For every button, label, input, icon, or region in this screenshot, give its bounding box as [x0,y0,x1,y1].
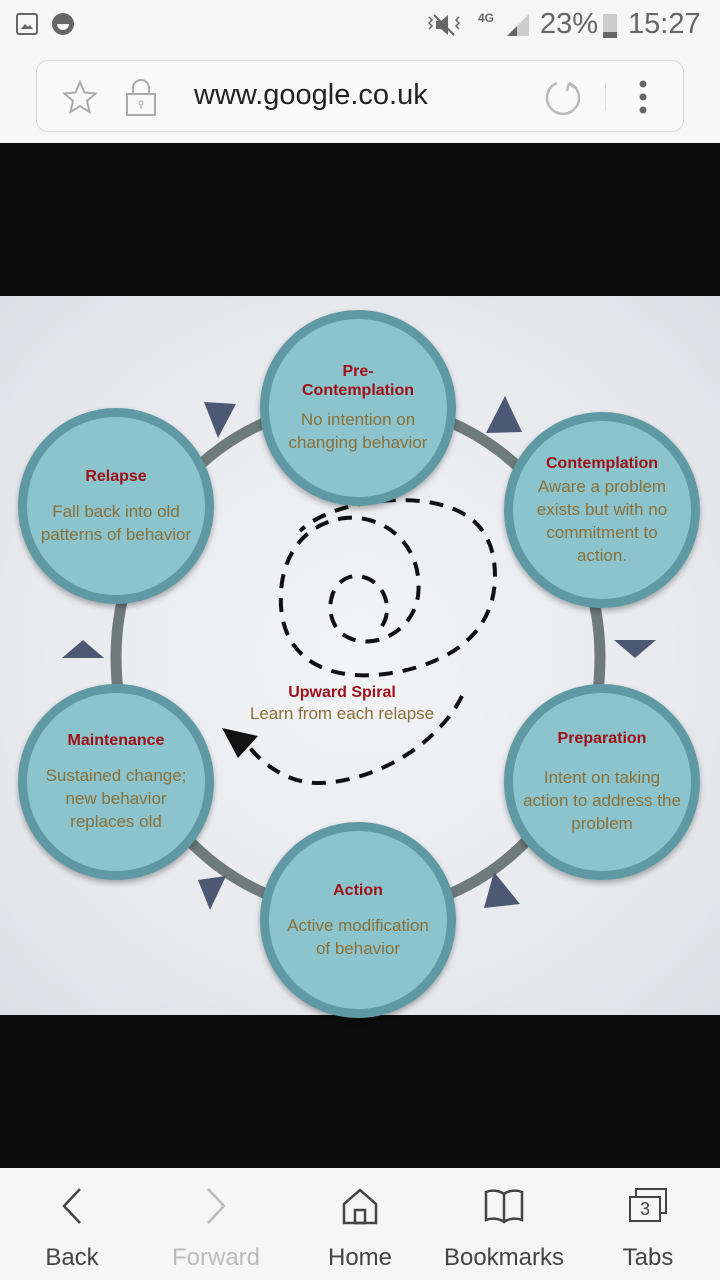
lock-icon[interactable] [125,77,157,117]
forward-label: Forward [171,1244,261,1271]
bookmarks-label: Bookmarks [443,1244,565,1271]
stage-title: Pre- Contemplation [302,363,414,399]
home-label: Home [327,1244,393,1271]
arrow-icon [484,872,520,908]
back-button[interactable]: Back [0,1168,144,1280]
mute-vibrate-icon [427,14,461,36]
stage-pre-contemplation: Pre- Contemplation No intention on changi… [260,310,456,506]
spiral-arrowhead-icon [222,728,258,758]
url-bar[interactable]: www.google.co.uk [36,60,684,132]
bookmarks-button[interactable]: Bookmarks [432,1168,576,1280]
url-text[interactable]: www.google.co.uk [194,79,428,111]
chevron-left-icon [62,1188,81,1224]
stage-title: Relapse [85,467,147,485]
battery-icon [603,14,617,38]
home-icon [342,1188,378,1225]
reload-icon[interactable] [545,79,583,117]
stage-description: Intent on taking action to address the p… [523,768,681,833]
signal-icon [507,14,529,36]
more-menu-icon[interactable] [637,79,649,115]
spiral-description: Learn from each relapse [249,704,435,723]
stage-description: No intention on changing behavior [288,410,428,452]
status-bar: 4G 23% 15:27 [0,0,720,50]
stage-title: Action [333,881,383,899]
back-label: Back [45,1244,99,1271]
arrow-icon [204,402,236,438]
chevron-right-icon [207,1188,226,1224]
tab-count: 3 [629,1196,661,1222]
tabs-icon: 3 [627,1186,669,1226]
stage-title: Preparation [557,730,647,747]
tabs-label: Tabs [622,1244,674,1271]
book-icon [484,1189,524,1224]
address-area: www.google.co.uk [0,50,720,143]
divider [605,83,606,111]
arrow-icon [198,876,226,910]
arrow-icon [62,640,104,658]
arrow-icon [614,640,656,658]
network-type: 4G [478,11,495,25]
stages-of-change-diagram: Pre- Contemplation No intention on changi… [0,296,720,1018]
clock: 15:27 [628,8,701,40]
stage-description: Fall back into old patterns of behavior [40,501,192,544]
home-button[interactable]: Home [288,1168,432,1280]
arrow-icon [486,396,522,433]
spiral-title: Upward Spiral [288,684,396,701]
forward-button[interactable]: Forward [144,1168,288,1280]
star-icon[interactable] [62,80,98,114]
app-notification-icon [52,13,74,35]
stage-description: Active modification of behavior [287,915,429,958]
battery-percent: 23% [540,8,599,40]
stage-description: Sustained change; new behavior replaces … [45,766,187,831]
stage-description: Aware a problem exists but with no commi… [536,476,668,565]
stage-title: Contemplation [546,454,658,472]
gallery-notification-icon [16,13,38,35]
upward-spiral-path [248,498,498,786]
stage-title: Maintenance [67,732,165,749]
